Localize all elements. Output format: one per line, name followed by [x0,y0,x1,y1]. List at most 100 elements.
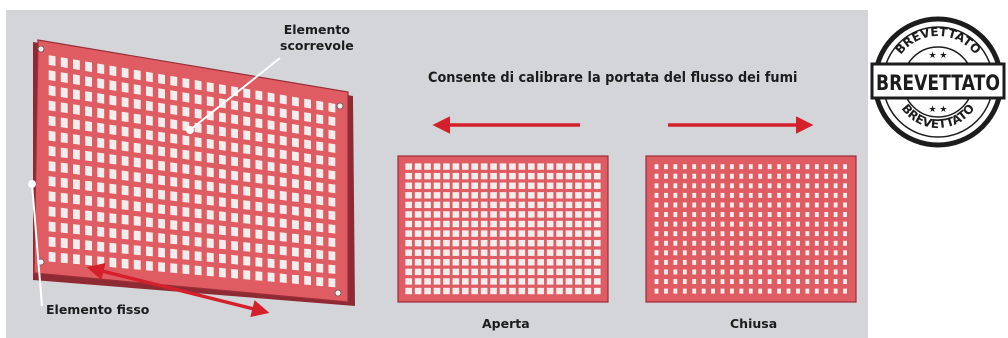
panel-hole [279,122,287,132]
plate-hole [593,268,601,276]
plate-hole [805,202,810,208]
panel-hole [267,230,275,241]
plate-hole [433,278,441,285]
plate-hole [758,164,763,170]
panel-hole [194,251,202,262]
plate-hole [556,259,563,266]
plate-hole [499,192,507,199]
plate-hole [786,231,791,237]
plate-hole [443,220,450,228]
plate-hole [490,249,497,256]
plate-hole [682,231,687,237]
panel-hole [133,215,141,226]
plate-hole [518,182,526,189]
panel-hole [48,251,56,263]
plate-hole [556,239,563,247]
panel-hole [182,207,190,217]
plate-hole [424,287,431,295]
plate-hole [593,259,601,266]
panel-hole [316,209,324,219]
plate-hole [443,192,450,199]
plate-hole [509,211,516,218]
plate-hole [730,269,734,275]
plate-hole [443,182,450,189]
plate-hole [730,221,734,227]
plate-closed [645,155,857,303]
plate-hole [443,278,450,285]
plate-hole [405,249,413,256]
plate-hole [480,182,488,189]
panel-hole [133,201,141,212]
plate-hole [758,212,763,218]
plate-hole [593,239,601,247]
panel-hole [48,191,56,202]
plate-open-holes [405,163,601,295]
plate-hole [509,220,516,228]
plate-hole [499,172,507,180]
plate-hole [748,279,753,285]
plate-hole [673,279,678,285]
plate-hole [796,259,800,265]
panel-hole [231,156,238,167]
plate-hole [748,202,753,208]
plate-hole [824,269,829,275]
panel-hole [316,182,324,192]
panel-hole [158,218,165,229]
panel-hole [158,262,165,272]
panel-hole [133,69,141,81]
panel-hole [73,119,80,130]
plate-hole [424,201,431,209]
plate-hole [471,172,479,180]
plate-hole [796,192,800,198]
plate-hole [720,288,725,294]
panel-hole [73,209,80,220]
plate-hole [682,164,687,170]
plate-hole [711,192,715,198]
panel-hole [48,176,56,187]
plate-hole [490,182,497,189]
panel-hole [292,165,299,175]
plate-hole [575,268,582,276]
plate-hole [461,278,469,285]
plate-hole [767,240,772,246]
panel-hole [60,162,68,174]
panel-hole [170,148,178,159]
plate-hole [537,220,545,228]
panel-hole [60,222,68,234]
panel-hole [85,76,92,87]
plate-hole [424,278,431,285]
panel-hole [255,159,263,170]
plate-hole [843,183,847,189]
plate-hole [546,268,554,276]
panel-hole [206,181,214,192]
plate-hole [480,268,488,276]
plate-hole [471,192,479,199]
plate-hole [786,212,791,218]
panel-hole [109,242,117,253]
plate-hole [575,192,582,199]
plate-hole [565,259,573,266]
plate-hole [424,172,431,180]
panel-hole [182,78,190,89]
plate-hole [777,192,781,198]
plate-hole [405,220,413,228]
plate-hole [814,250,819,256]
plate-hole [461,239,469,247]
plate-hole [575,163,582,170]
plate-hole [556,182,563,189]
plate-hole [556,278,563,285]
plate-hole [720,221,725,227]
plate-hole [405,172,413,180]
panel-hole [255,90,263,101]
panel-hole [97,78,105,89]
panel-screw [334,289,342,297]
panel-hole [194,80,202,91]
plate-hole [664,288,668,294]
plate-hole [673,164,678,170]
sliding-element-label-line2: scorrevole [280,38,354,53]
plate-hole [424,249,431,256]
plate-hole [720,240,725,246]
plate-hole [509,278,516,285]
panel-hole [60,117,68,129]
panel-hole [255,173,263,184]
